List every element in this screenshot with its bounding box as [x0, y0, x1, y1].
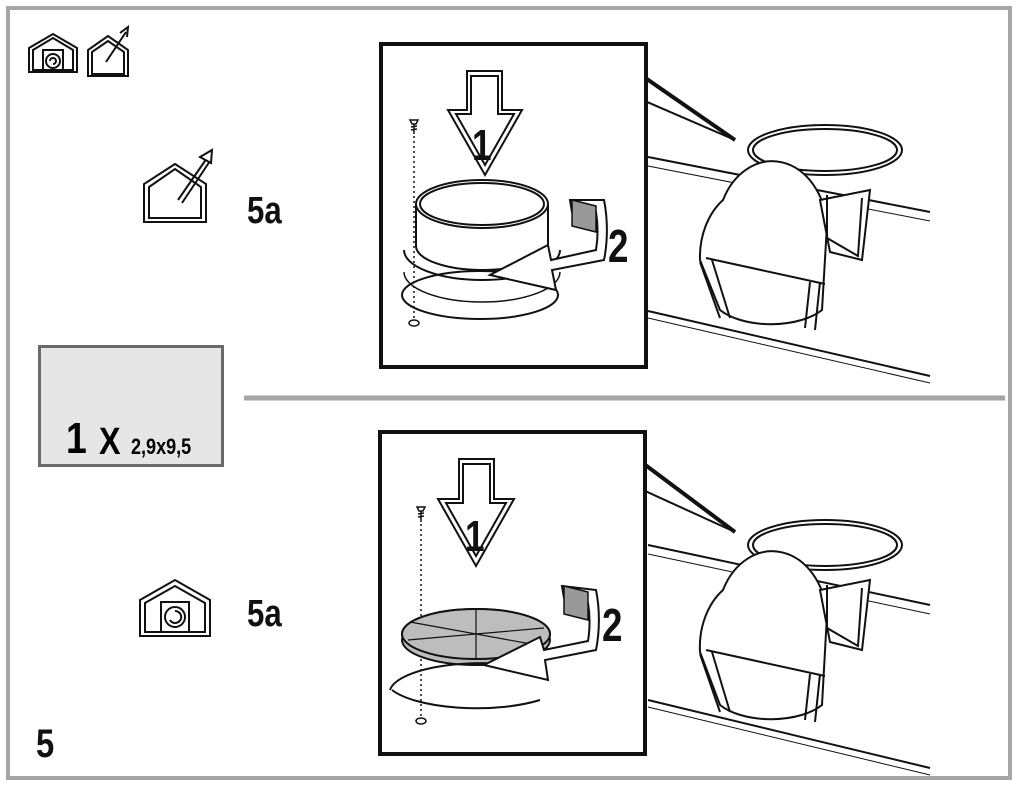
hood-illustration-top — [647, 124, 931, 384]
screw-icon — [415, 506, 427, 522]
rotate-step-label-bottom: 2 — [602, 599, 622, 651]
recirculation-mode-icon — [28, 32, 78, 73]
screw-size: 2,9x9,5 — [131, 434, 192, 459]
step-label-bottom: 5a — [247, 593, 282, 635]
push-arrow-icon — [436, 458, 516, 569]
hood-illustration-bottom — [647, 519, 931, 776]
rotate-arrow-icon — [487, 199, 608, 292]
rotate-arrow-icon — [481, 584, 600, 682]
detail-panel-bottom — [378, 430, 737, 756]
push-step-label-bottom: 1 — [465, 512, 485, 561]
grease-filter-disc — [389, 608, 551, 710]
detail-panel-top — [379, 42, 737, 369]
page-frame — [6, 6, 1012, 780]
ducted-hood-icon — [143, 148, 214, 223]
carbon-filter-cylinder — [401, 179, 561, 320]
screw-icon — [408, 119, 420, 134]
screw-spec-box: 1 X 2,9x9,5 — [38, 345, 224, 467]
push-step-label-top: 1 — [472, 121, 492, 170]
screw-quantity: 1 — [66, 414, 87, 463]
ducted-mode-icon — [87, 24, 130, 77]
rotate-step-label-top: 2 — [608, 220, 628, 272]
page-step-number: 5 — [36, 722, 55, 766]
recirculation-hood-icon — [139, 578, 211, 637]
push-arrow-icon — [446, 70, 524, 178]
quantity-times-sign: X — [99, 421, 121, 463]
step-label-top: 5a — [247, 190, 282, 232]
